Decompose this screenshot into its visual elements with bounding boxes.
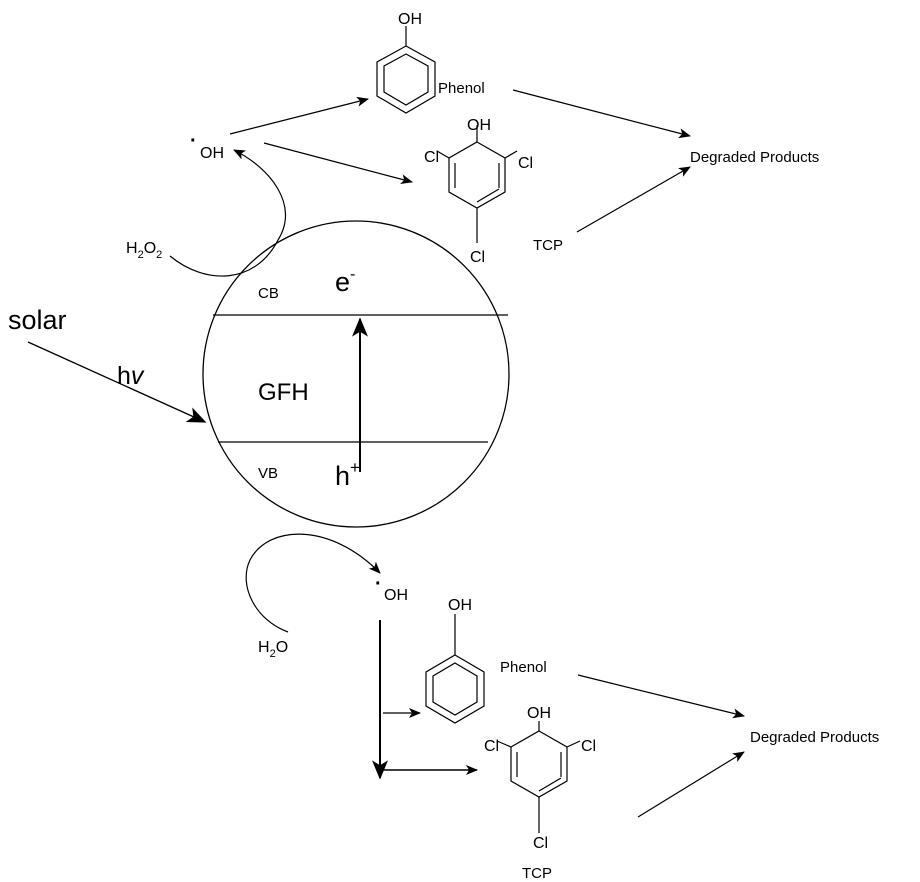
top-degraded-products: Degraded Products bbox=[690, 149, 819, 166]
top-tcp-cl-bottom: Cl bbox=[470, 249, 485, 266]
h2o-label: H2O bbox=[258, 639, 288, 660]
h2o-to-oh-arrow bbox=[245, 533, 381, 633]
bottom-tcp-cl-left: Cl bbox=[484, 738, 499, 755]
cb-label: CB bbox=[258, 285, 279, 302]
h2o2-label: H2O2 bbox=[126, 240, 162, 261]
bottom-oh-radical: OH bbox=[384, 587, 408, 604]
solar-arrow bbox=[27, 341, 207, 423]
bottom-tcp-to-products-arrow bbox=[637, 751, 745, 818]
electron-label: e- bbox=[335, 266, 355, 297]
top-tcp-to-products-arrow bbox=[576, 166, 691, 233]
top-oh-radical: OH bbox=[200, 145, 224, 162]
top-tcp-label: TCP bbox=[533, 237, 563, 254]
top-phenol-label: Phenol bbox=[438, 80, 485, 97]
bottom-tcp-label: TCP bbox=[522, 865, 552, 882]
hole-label: h+ bbox=[335, 458, 360, 491]
gfh-label: GFH bbox=[258, 379, 309, 406]
gfh-particle bbox=[202, 220, 510, 528]
bottom-oh-dot: · bbox=[375, 573, 382, 595]
bottom-degraded-products: Degraded Products bbox=[750, 729, 879, 746]
top-oh-dot: · bbox=[190, 130, 197, 152]
bottom-phenol-molecule bbox=[425, 614, 485, 724]
bottom-phenol-label: Phenol bbox=[500, 659, 547, 676]
top-phenol-to-products-arrow bbox=[512, 89, 691, 139]
bottom-tcp-cl-right: Cl bbox=[581, 738, 596, 755]
bottom-phenol-to-products-arrow bbox=[577, 674, 745, 719]
top-tcp-molecule bbox=[436, 125, 518, 243]
top-tcp-oh: OH bbox=[467, 117, 491, 134]
photon-label: hv bbox=[117, 362, 145, 390]
h2o2-to-oh-arrow bbox=[169, 149, 287, 277]
bottom-tcp-molecule bbox=[496, 721, 581, 833]
bottom-phenol-oh: OH bbox=[448, 597, 472, 614]
top-phenol-molecule bbox=[376, 26, 436, 114]
bottom-tcp-oh: OH bbox=[527, 705, 551, 722]
solar-label: solar bbox=[8, 305, 67, 335]
vb-label: VB bbox=[258, 465, 278, 482]
top-oh-to-tcp-arrow bbox=[263, 142, 413, 185]
top-phenol-oh: OH bbox=[398, 11, 422, 28]
bottom-tcp-cl-bottom: Cl bbox=[533, 835, 548, 852]
top-oh-to-phenol-arrow bbox=[229, 96, 369, 135]
top-tcp-cl-right: Cl bbox=[518, 155, 533, 172]
top-tcp-cl-left: Cl bbox=[424, 149, 439, 166]
